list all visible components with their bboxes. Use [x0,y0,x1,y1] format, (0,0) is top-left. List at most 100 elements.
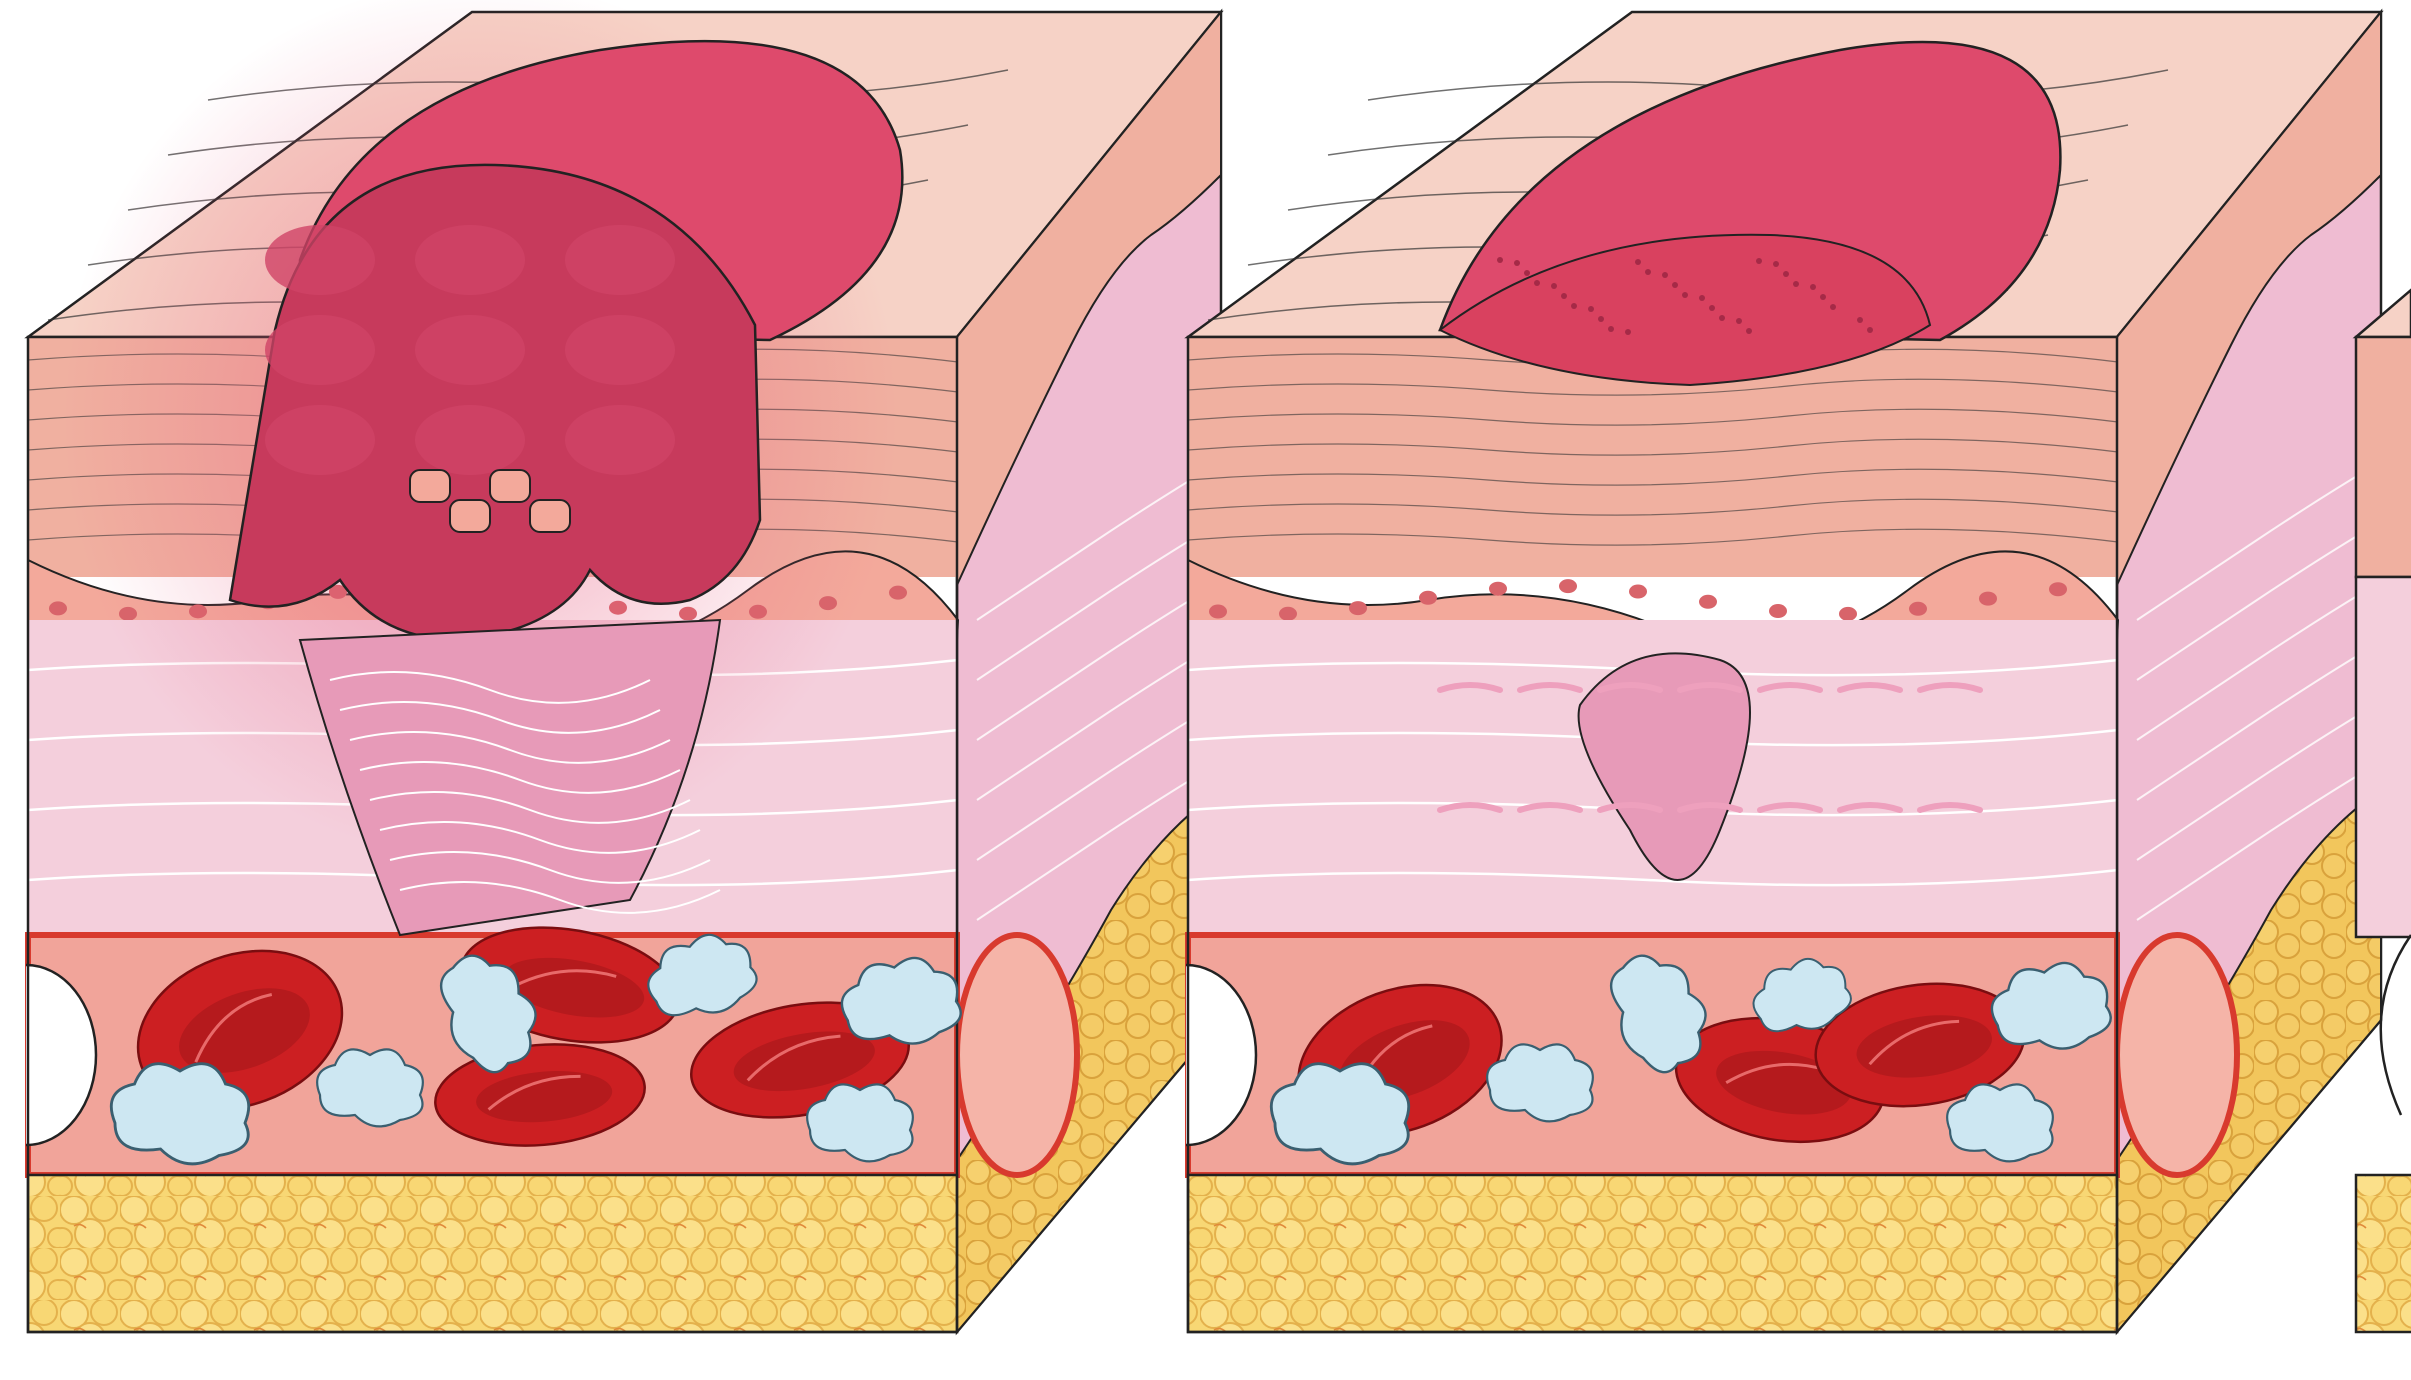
granulation-fiber [369,791,691,824]
clot-cell [565,405,675,475]
panel-proliferation [1184,8,2384,1336]
basal-cell-nucleus [1979,591,1997,606]
clot-cell [565,315,675,385]
red-blood-cell-center [1856,1015,1992,1078]
scab-dot [1793,281,1799,287]
side-fiber [976,589,1208,741]
partial-vessel-cut [2379,934,2411,1116]
basal-cell-nucleus [2049,582,2067,597]
scab-dot [1830,304,1836,310]
dermis-fiber [1187,868,2119,887]
granulation-tissue [1577,652,1751,881]
basal-cell-nucleus [1909,601,1927,616]
granulation-fiber [379,821,701,854]
granulation-fiber [359,761,681,794]
side-fiber [976,649,1208,801]
partial-dermis [2354,575,2411,939]
basal-cell-nucleus [1839,606,1857,621]
scab-dot [1645,269,1651,275]
granulation-fiber [349,731,671,764]
immune-cell [806,1083,914,1163]
fibroblast [1757,802,1823,813]
fibroblast [1917,802,1983,813]
granulation-fiber [389,851,711,884]
scab-dot [1598,316,1604,322]
migrating-cell [449,499,491,533]
fibroblast [1437,682,1503,693]
immune-cell [109,1062,251,1166]
fibroblast [1677,682,1743,693]
scab-dot [1699,295,1705,301]
rbc-highlight [194,993,273,1063]
basal-cell-nucleus [1419,590,1437,605]
migrating-cell [529,499,571,533]
fibroblast [1917,682,1983,693]
basal-cell-nucleus [1769,604,1787,619]
basal-cell-nucleus [1209,604,1227,619]
immune-cell [439,954,537,1074]
basal-cell-nucleus [1489,581,1507,596]
partial-epidermis [2354,335,2411,579]
red-blood-cell-center [733,1031,875,1092]
clot-cell [415,405,525,475]
scab-dot [1682,292,1688,298]
scab-dot [1820,294,1826,300]
fibroblast [1517,682,1583,693]
scab-dot [1810,284,1816,290]
basal-cell-nucleus [1559,579,1577,594]
scab-dot [1672,282,1678,288]
fibroblast [1597,802,1663,813]
epidermis-line [1187,408,2119,426]
side-fiber [2136,529,2368,681]
immune-cell [1486,1043,1594,1123]
clot-cell [265,405,375,475]
epidermis-line [1187,468,2119,486]
side-fiber [976,769,1208,921]
clot-cell [565,225,675,295]
scab-dot [1588,306,1594,312]
scab-dot [1514,260,1520,266]
scab-dot [1756,258,1762,264]
basal-cell-nucleus [1279,606,1297,621]
subcutaneous-fat [1186,1173,2119,1334]
red-blood-cell-center [503,957,645,1018]
subcutaneous-fat [26,1173,959,1334]
basal-cell-nucleus [1629,584,1647,599]
fibroblast [1597,682,1663,693]
scab-dot [1857,317,1863,323]
rbc-highlight [513,969,617,988]
side-fiber [2136,469,2368,621]
scab-dot [1719,315,1725,321]
basal-cell-nucleus [1699,594,1717,609]
immune-cell [840,956,962,1045]
immune-cell [1269,1062,1411,1166]
epidermis-line [1187,378,2119,396]
red-blood-cell-center [179,988,310,1073]
scab-dot [1524,270,1530,276]
side-epidermis [2116,9,2382,586]
vessel-cut [25,963,98,1147]
scab-dot [1662,272,1668,278]
fibroblast [1837,802,1903,813]
clot-cell [415,315,525,385]
scab-dot [1783,271,1789,277]
granulation-fiber [399,881,721,914]
vessel-cut [1185,963,1258,1147]
immune-cell [1946,1083,2054,1163]
side-fiber [2136,589,2368,741]
scab-dot [1709,305,1715,311]
vessel-opening [954,932,1080,1178]
basal-cell-nucleus [49,601,67,616]
granulation-fiber [329,671,651,704]
side-fiber [976,469,1208,621]
epidermis-line [1187,528,2119,546]
clot-cell [415,225,525,295]
panel-maturation-partial [2352,288,2411,1334]
fibroblast [1837,682,1903,693]
side-fiber [976,709,1208,861]
scab-dot [1534,280,1540,286]
side-fiber [976,529,1208,681]
immune-cell [1990,961,2112,1050]
side-fiber [2136,709,2368,861]
